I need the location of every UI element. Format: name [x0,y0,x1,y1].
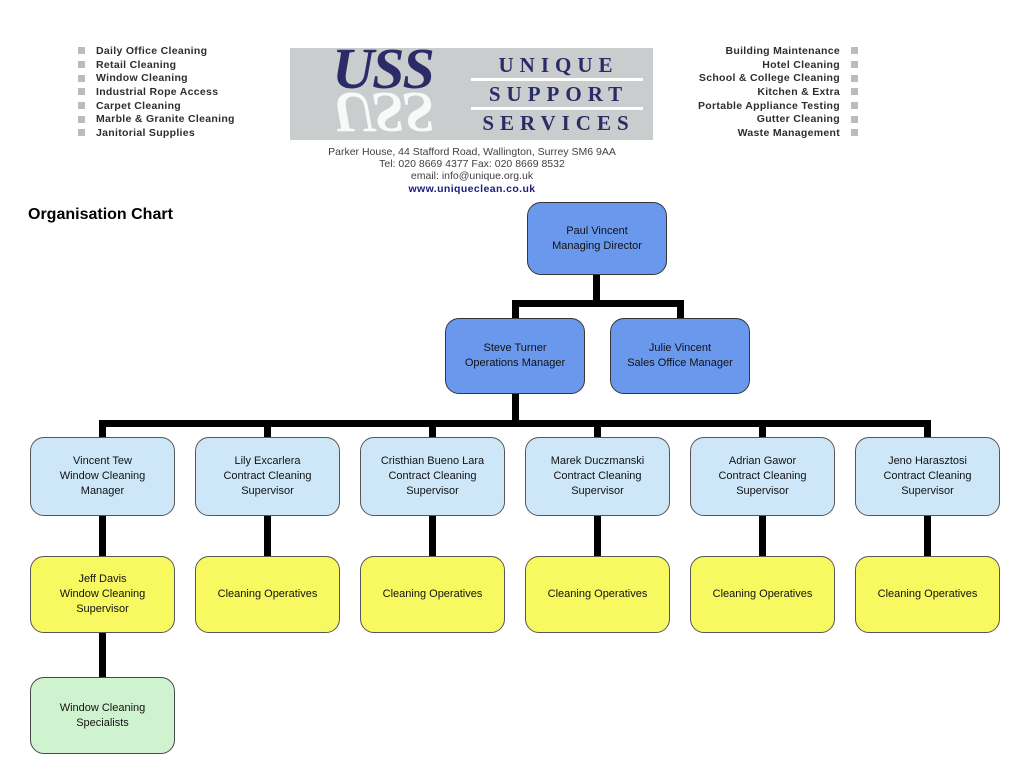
service-label: Industrial Rope Access [96,85,219,98]
service-item: Kitchen & Extra [757,85,858,99]
service-label: Daily Office Cleaning [96,44,208,57]
company-logo: USS USS UNIQUE SUPPORT SERVICES [290,40,653,145]
service-item: Industrial Rope Access [78,85,218,99]
service-label: Hotel Cleaning [762,58,840,71]
logo-acronym: USS [332,36,434,101]
connector-line [677,300,684,319]
bullet-square-icon [78,115,85,123]
bullet-square-icon [851,102,858,110]
connector-line [264,420,271,438]
connector-line [99,420,106,438]
bullet-square-icon [851,88,858,96]
bullet-square-icon [78,88,85,96]
connector-line [512,300,519,319]
service-label: Janitorial Supplies [96,126,196,139]
org-node-window-cleaning-supervisor: Jeff Davis Window Cleaning Supervisor [30,556,175,633]
service-item: Retail Cleaning [78,58,176,72]
connector-line [512,393,519,427]
service-item: Janitorial Supplies [78,126,195,140]
logo-divider [471,78,643,81]
connector-line [429,420,436,438]
org-node-sales-office-manager: Julie Vincent Sales Office Manager [610,318,750,394]
bullet-square-icon [851,129,858,137]
service-item: Waste Management [738,126,858,140]
service-item: Hotel Cleaning [762,58,858,72]
org-node-managing-director: Paul Vincent Managing Director [527,202,667,275]
service-label: Marble & Granite Cleaning [96,113,235,126]
org-node-cleaning-operatives: Cleaning Operatives [525,556,670,633]
service-item: Window Cleaning [78,71,188,85]
connector-line [512,300,684,307]
logo-name-line: SERVICES [482,111,635,135]
logo-acronym-reflection: USS [332,80,433,145]
bullet-square-icon [78,47,85,55]
org-node-cleaning-operatives: Cleaning Operatives [690,556,835,633]
connector-line [594,420,601,438]
services-list-left: Daily Office Cleaning Retail Cleaning Wi… [78,44,235,140]
logo-company-name: UNIQUE SUPPORT SERVICES [471,54,643,134]
connector-line [594,515,601,557]
connector-line [264,515,271,557]
bullet-square-icon [78,102,85,110]
page-title: Organisation Chart [28,206,173,223]
service-item: School & College Cleaning [699,71,858,85]
connector-line [759,515,766,557]
connector-line [924,420,931,438]
address-line: Parker House, 44 Stafford Road, Wallingt… [328,146,616,158]
service-label: Carpet Cleaning [96,99,182,112]
org-node-supervisor: Cristhian Bueno Lara Contract Cleaning S… [360,437,505,516]
service-item: Gutter Cleaning [757,112,858,126]
connector-line [99,515,106,557]
email-line: email: info@unique.org.uk [410,170,534,183]
org-node-supervisor: Marek Duczmanski Contract Cleaning Super… [525,437,670,516]
service-label: Retail Cleaning [96,58,177,71]
org-node-supervisor: Lily Excarlera Contract Cleaning Supervi… [195,437,340,516]
bullet-square-icon [78,61,85,69]
org-node-window-cleaning-specialists: Window Cleaning Specialists [30,677,175,754]
service-item: Marble & Granite Cleaning [78,112,235,126]
service-item: Portable Appliance Testing [698,99,858,113]
org-node-supervisor: Jeno Harasztosi Contract Cleaning Superv… [855,437,1000,516]
logo-divider [471,107,643,110]
service-label: School & College Cleaning [698,72,840,85]
bullet-square-icon [851,74,858,82]
org-node-cleaning-operatives: Cleaning Operatives [195,556,340,633]
company-address: Parker House, 44 Stafford Road, Wallingt… [288,146,656,195]
website-line: www.uniqueclean.co.uk [408,182,536,195]
connector-line [99,632,106,678]
connector-line [759,420,766,438]
connector-line [924,515,931,557]
service-label: Gutter Cleaning [756,113,840,126]
bullet-square-icon [851,115,858,123]
service-label: Window Cleaning [96,72,188,85]
connector-line [429,515,436,557]
service-label: Building Maintenance [725,44,840,57]
bullet-square-icon [851,47,858,55]
service-item: Building Maintenance [725,44,858,58]
bullet-square-icon [78,74,85,82]
org-node-cleaning-operatives: Cleaning Operatives [360,556,505,633]
services-list-right: Building Maintenance Hotel Cleaning Scho… [698,44,858,140]
org-node-cleaning-operatives: Cleaning Operatives [855,556,1000,633]
connector-line [99,420,931,427]
connector-line [593,274,600,307]
logo-name-line: SUPPORT [488,82,629,106]
org-node-supervisor: Adrian Gawor Contract Cleaning Superviso… [690,437,835,516]
org-node-supervisor: Vincent Tew Window Cleaning Manager [30,437,175,516]
service-label: Portable Appliance Testing [698,99,840,112]
phone-fax-line: Tel: 020 8669 4377 Fax: 020 8669 8532 [379,158,565,171]
bullet-square-icon [851,61,858,69]
service-item: Carpet Cleaning [78,99,181,113]
bullet-square-icon [78,129,85,137]
logo-name-line: UNIQUE [498,53,619,77]
org-node-operations-manager: Steve Turner Operations Manager [445,318,585,394]
service-label: Kitchen & Extra [757,85,840,98]
service-label: Waste Management [737,126,840,139]
service-item: Daily Office Cleaning [78,44,207,58]
logo-acronym-block: USS USS [300,36,465,146]
